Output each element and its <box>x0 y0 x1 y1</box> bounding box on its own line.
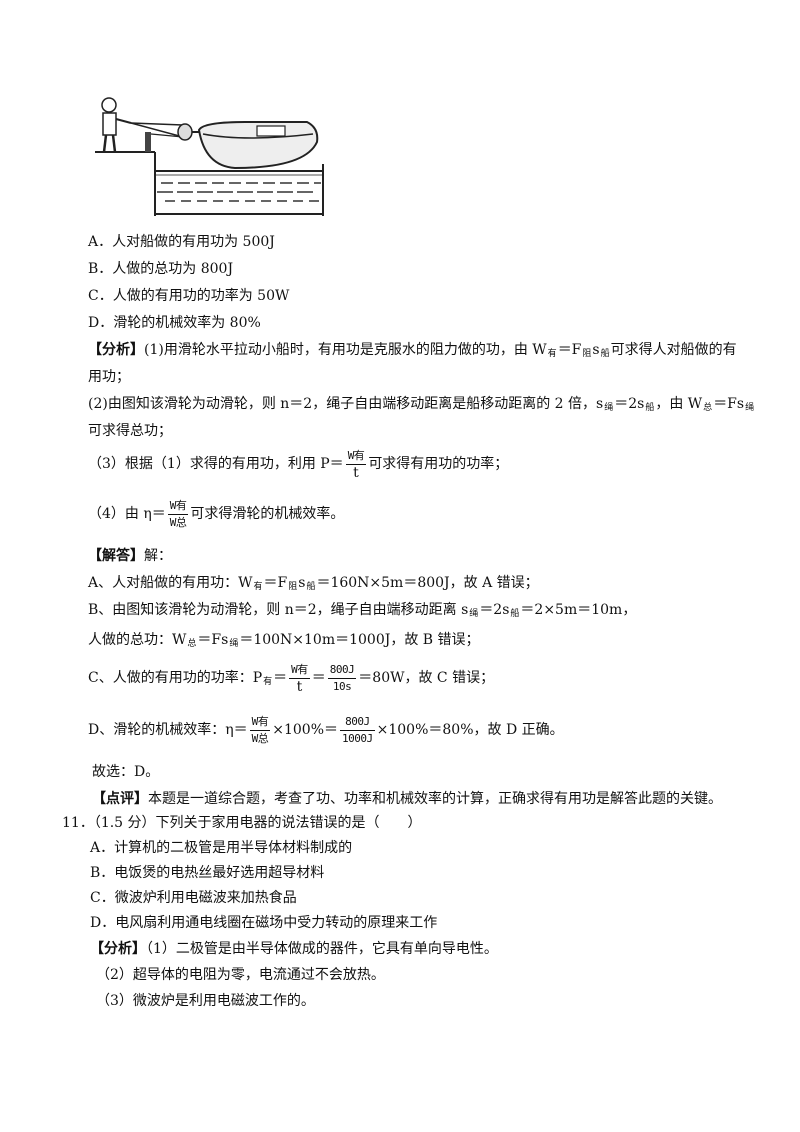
solution-heading: 【解答】解： <box>88 548 172 564</box>
option-d: D．滑轮的机械效率为 80% <box>88 315 261 331</box>
comment: 【点评】本题是一道综合题，考查了功、功率和机械效率的计算，正确求得有用功是解答此… <box>92 791 722 807</box>
q11-analysis-1: 【分析】（1）二极管是由半导体做成的器件，它具有单向导电性。 <box>90 941 498 957</box>
comment-tag: 【点评】 <box>92 791 148 807</box>
q11-option-a: A．计算机的二极管是用半导体材料制成的 <box>90 840 353 856</box>
q11-analysis-3: （3）微波炉是利用电磁波工作的。 <box>96 993 315 1009</box>
q11-option-b: B．电饭煲的电热丝最好选用超导材料 <box>90 865 325 881</box>
solution-b: B、由图知该滑轮为动滑轮，则 n＝2，绳子自由端移动距离 s绳＝2s船＝2×5m… <box>88 602 637 619</box>
q11-option-c: C．微波炉利用电磁波来加热食品 <box>90 890 297 906</box>
analysis-paragraph-2: (2)由图知该滑轮为动滑轮，则 n＝2，绳子自由端移动距离是船移动距离的 2 倍… <box>88 396 755 413</box>
q11-analysis-2: （2）超导体的电阻为零，电流通过不会放热。 <box>96 967 385 983</box>
question-11-stem: 11．（1.5 分）下列关于家用电器的说法错误的是（ ） <box>62 815 422 831</box>
solution-a: A、人对船做的有用功：W有＝F阻s船＝160N×5m＝800J，故 A 错误； <box>88 575 539 592</box>
pulley-boat-figure <box>95 97 324 216</box>
option-c: C．人做的有用功的功率为 50W <box>88 288 290 304</box>
option-a: A．人对船做的有用功为 500J <box>88 234 275 250</box>
analysis-paragraph-1-cont: 用功； <box>88 369 130 385</box>
solution-choice: 故选：D。 <box>92 764 160 780</box>
q11-analysis-tag: 【分析】 <box>90 941 146 957</box>
analysis-paragraph-1: 【分析】(1)用滑轮水平拉动小船时，有用功是克服水的阻力做的功，由 W有＝F阻s… <box>88 342 737 359</box>
q11-option-d: D．电风扇利用通电线圈在磁场中受力转动的原理来工作 <box>90 915 438 931</box>
option-b: B．人做的总功为 800J <box>88 261 234 277</box>
solution-tag: 【解答】 <box>88 548 144 564</box>
analysis-paragraph-2-cont: 可求得总功； <box>88 423 172 439</box>
solution-b-total-work: 人做的总功：W总＝Fs绳＝100N×10m＝1000J，故 B 错误； <box>88 632 480 649</box>
analysis-tag: 【分析】 <box>88 342 144 358</box>
